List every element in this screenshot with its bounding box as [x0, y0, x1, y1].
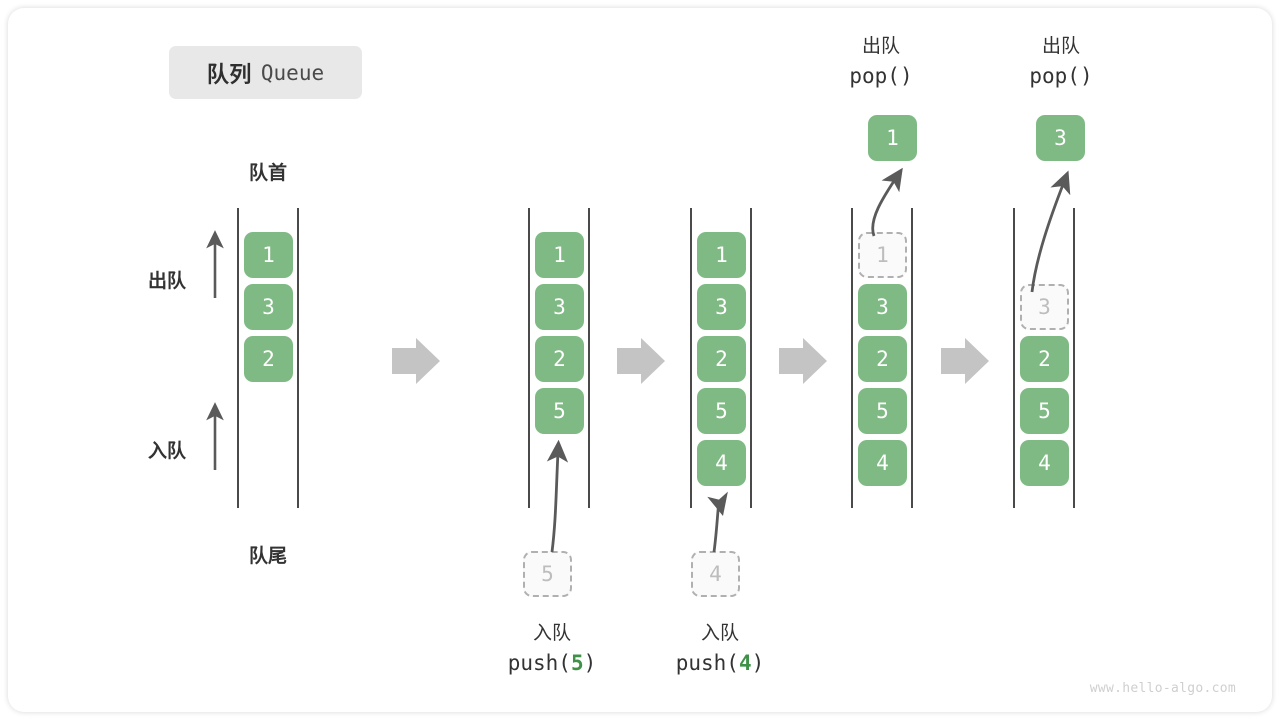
push-4-caption: 入队 push(4) [630, 620, 810, 678]
title-badge: 队列 Queue [169, 46, 362, 99]
pop-3-caption-cn: 出队 [1041, 36, 1080, 57]
pop-1-caption-cn: 出队 [861, 36, 900, 57]
queue-element: 4 [1020, 440, 1069, 486]
queue-element: 5 [858, 388, 907, 434]
popping-element-ghost: 1 [858, 232, 907, 278]
incoming-element-4: 4 [691, 551, 740, 597]
queue-element: 1 [244, 232, 293, 278]
popped-element-1: 1 [868, 115, 917, 161]
rail-left [237, 208, 239, 508]
pop-1-caption-code: pop() [849, 63, 913, 88]
rail-left [851, 208, 853, 508]
enqueue-label: 入队 [148, 441, 187, 462]
pop-3-caption-code: pop() [1029, 63, 1093, 88]
popping-element-ghost: 3 [1020, 284, 1069, 330]
queue-element: 4 [858, 440, 907, 486]
rail-left [528, 208, 530, 508]
queue-element: 1 [697, 232, 746, 278]
pop-3-caption: 出队 pop() [971, 33, 1151, 91]
rail-right [297, 208, 299, 508]
queue-element: 5 [697, 388, 746, 434]
queue-element: 2 [697, 336, 746, 382]
front-label: 队首 [248, 163, 287, 184]
queue-element: 2 [1020, 336, 1069, 382]
queue-element: 3 [858, 284, 907, 330]
rail-right [1073, 208, 1075, 508]
diagram-card [8, 8, 1272, 712]
dequeue-label: 出队 [148, 271, 187, 292]
incoming-element-5: 5 [523, 551, 572, 597]
rail-left [1013, 208, 1015, 508]
title-english: Queue [260, 60, 325, 85]
popped-element-3: 3 [1036, 115, 1085, 161]
watermark: www.hello-algo.com [1089, 681, 1236, 696]
rear-label: 队尾 [248, 546, 287, 567]
push-5-caption-code: push(5) [507, 650, 597, 675]
push-4-caption-cn: 入队 [700, 623, 739, 644]
push-5-caption: 入队 push(5) [462, 620, 642, 678]
queue-element: 2 [858, 336, 907, 382]
rail-left [690, 208, 692, 508]
rail-right [588, 208, 590, 508]
queue-element: 3 [244, 284, 293, 330]
title-chinese: 队列 [206, 61, 252, 87]
queue-element: 2 [244, 336, 293, 382]
queue-element: 5 [1020, 388, 1069, 434]
queue-element: 2 [535, 336, 584, 382]
pop-1-caption: 出队 pop() [791, 33, 971, 91]
queue-element: 5 [535, 388, 584, 434]
queue-element: 3 [535, 284, 584, 330]
rail-right [750, 208, 752, 508]
rail-right [911, 208, 913, 508]
queue-element: 4 [697, 440, 746, 486]
queue-element: 1 [535, 232, 584, 278]
queue-element: 3 [697, 284, 746, 330]
push-5-caption-cn: 入队 [532, 623, 571, 644]
push-4-caption-code: push(4) [675, 650, 765, 675]
